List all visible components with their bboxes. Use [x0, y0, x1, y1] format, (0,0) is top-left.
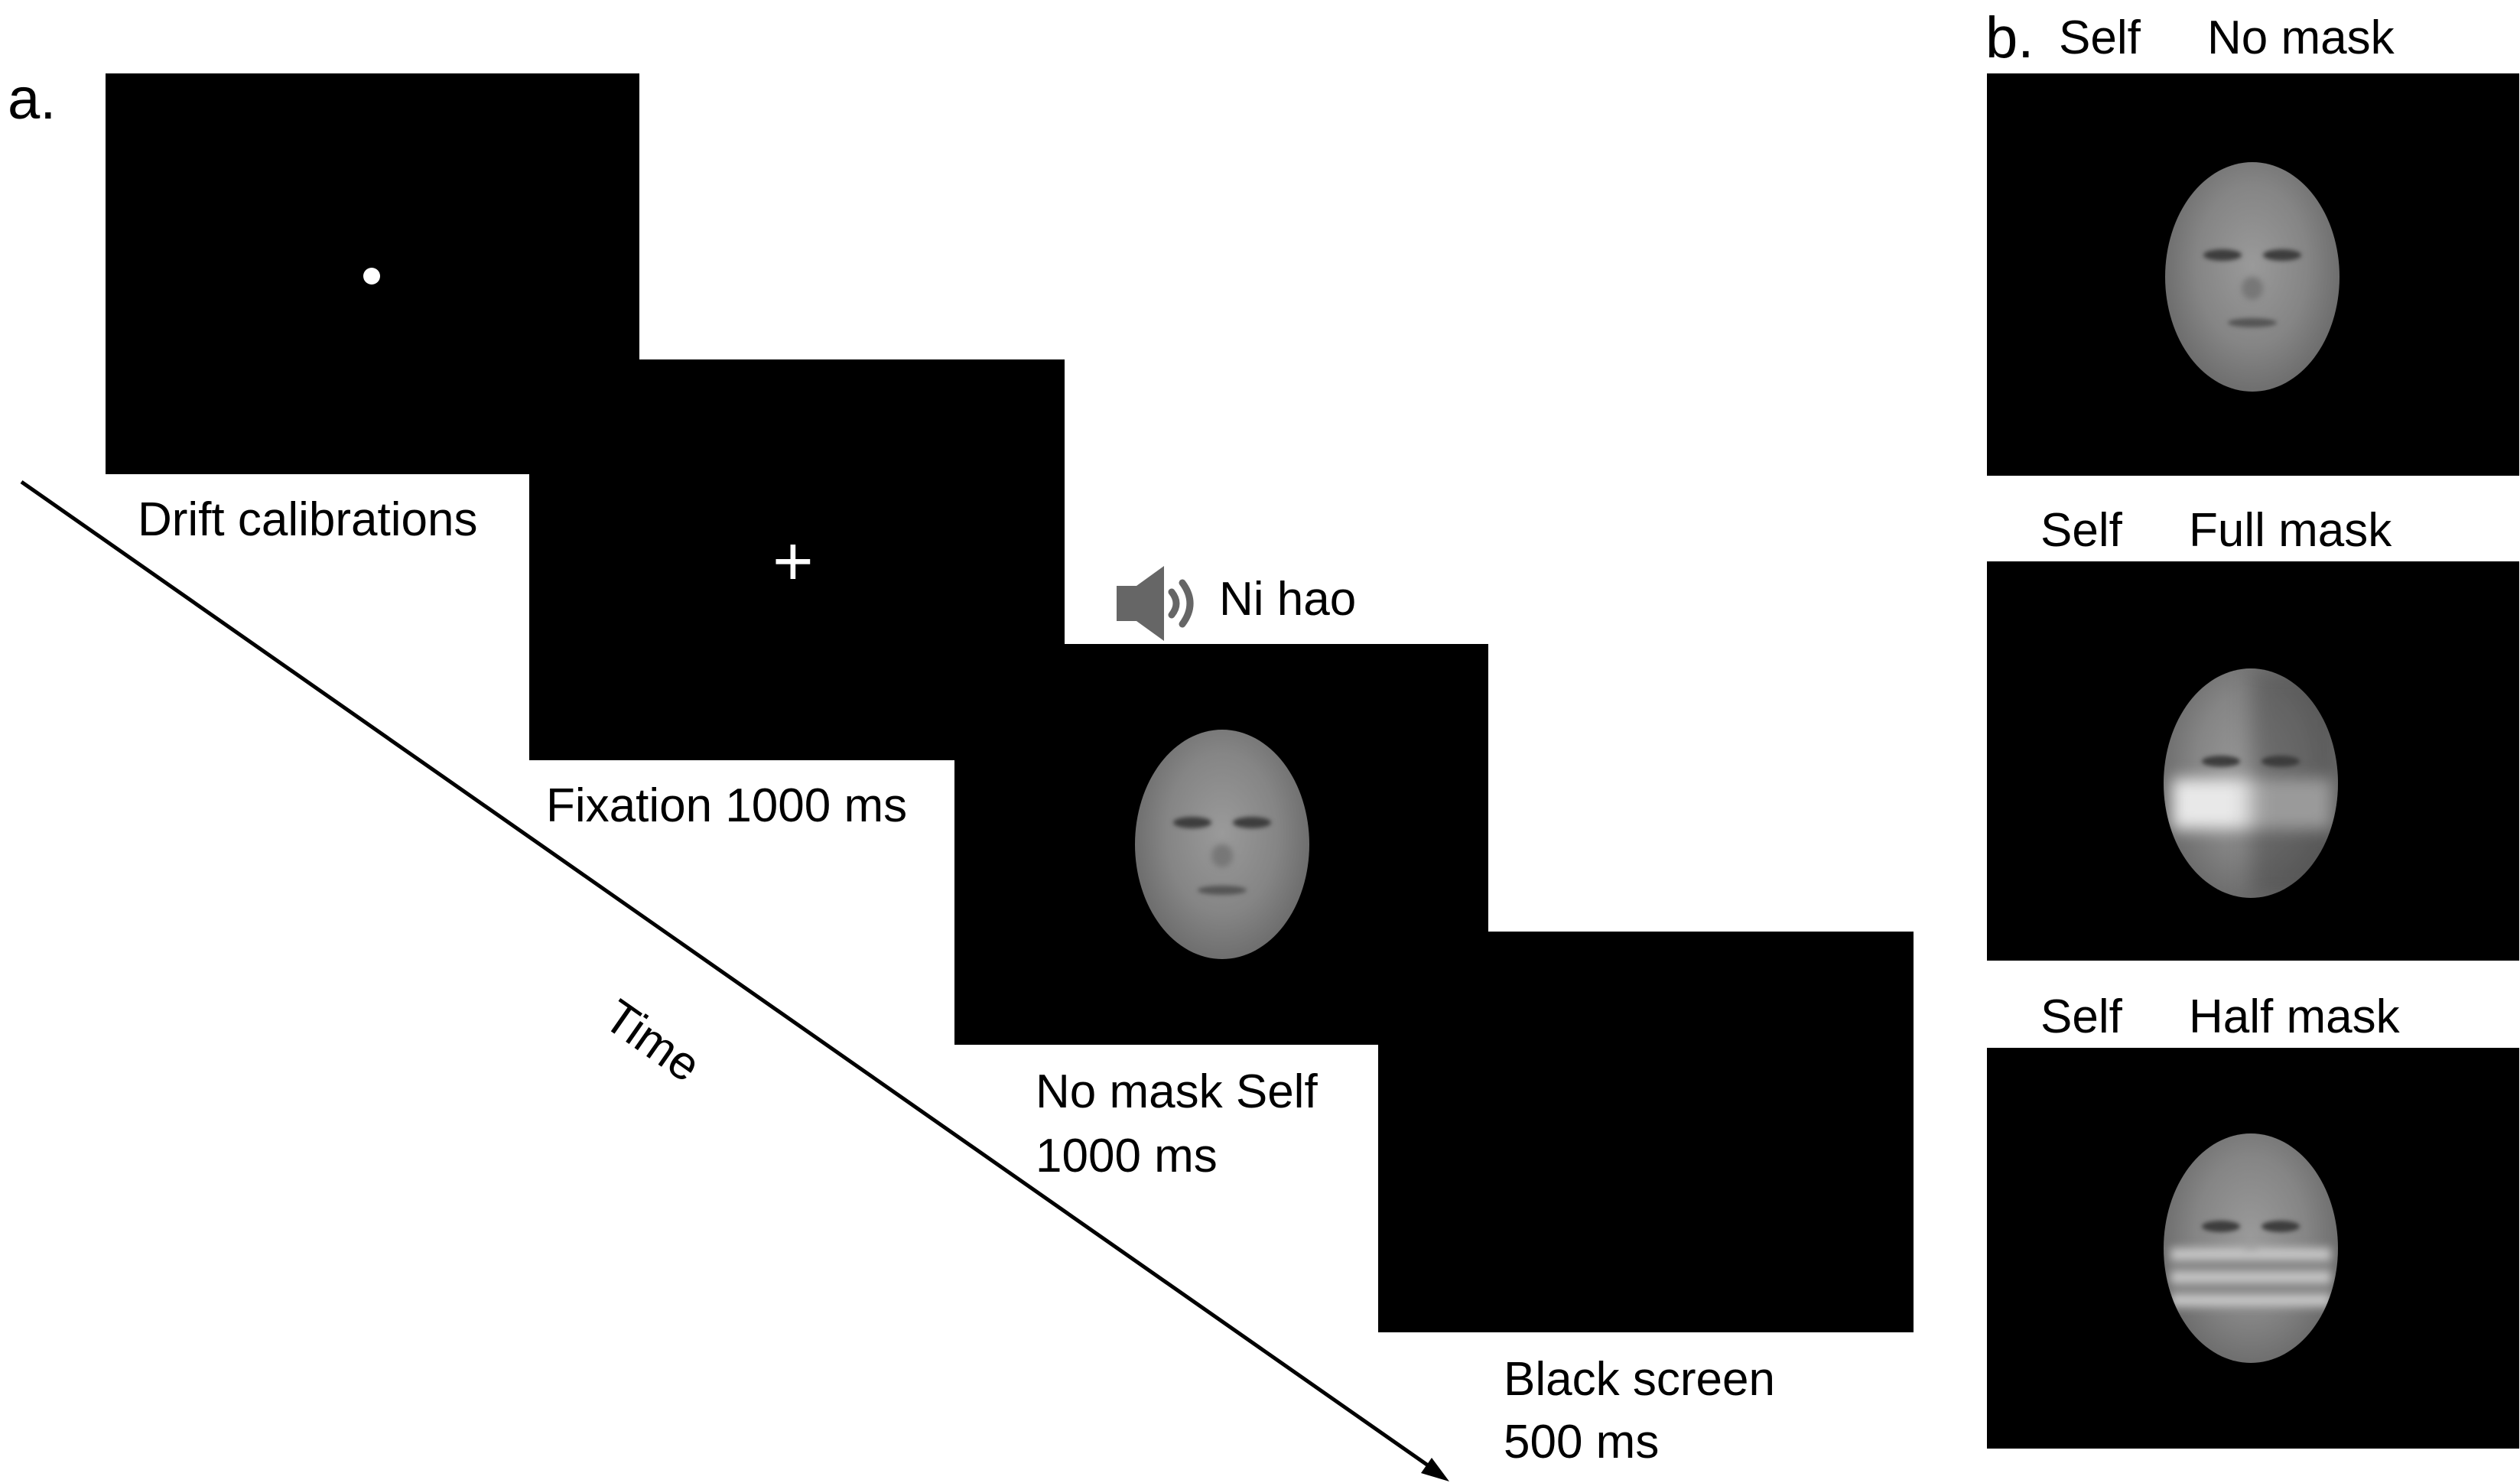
step-label-black-line2: 500 ms	[1504, 1416, 1660, 1468]
step-label-face-line2: 1000 ms	[1036, 1130, 1218, 1182]
screen-cond-no-mask	[1987, 73, 2519, 476]
calibration-dot-icon	[363, 268, 380, 285]
timeline-label: Time	[594, 990, 710, 1093]
step-label-black-line1: Black screen	[1504, 1353, 1775, 1406]
cond-2-mask: Full mask	[2189, 504, 2392, 557]
screen-cond-half-mask	[1987, 1048, 2519, 1449]
panel-b-letter: b.	[1985, 5, 2034, 70]
step-label-drift: Drift calibrations	[138, 493, 478, 546]
step-label-face-line1: No mask Self	[1036, 1065, 1318, 1118]
panel-a-letter: a.	[8, 67, 57, 132]
cond-3-identity: Self	[2040, 990, 2122, 1043]
face-full-mask-icon	[2164, 668, 2338, 898]
face-no-mask-icon	[2165, 162, 2340, 392]
cond-2-identity: Self	[2040, 504, 2122, 557]
screen-black	[1378, 932, 1914, 1332]
face-no-mask-icon	[1135, 730, 1309, 959]
timeline-arrowhead	[1421, 1458, 1449, 1481]
cond-1-mask: No mask	[2207, 11, 2395, 64]
speaker-icon	[1117, 566, 1194, 641]
step-label-fixation: Fixation 1000 ms	[546, 779, 908, 832]
cond-3-mask: Half mask	[2189, 990, 2400, 1043]
face-half-mask-icon	[2164, 1133, 2338, 1363]
audio-label: Ni hao	[1219, 573, 1357, 626]
screen-cond-full-mask	[1987, 561, 2519, 961]
cond-1-identity: Self	[2059, 11, 2141, 64]
fixation-cross-icon: +	[772, 522, 814, 600]
